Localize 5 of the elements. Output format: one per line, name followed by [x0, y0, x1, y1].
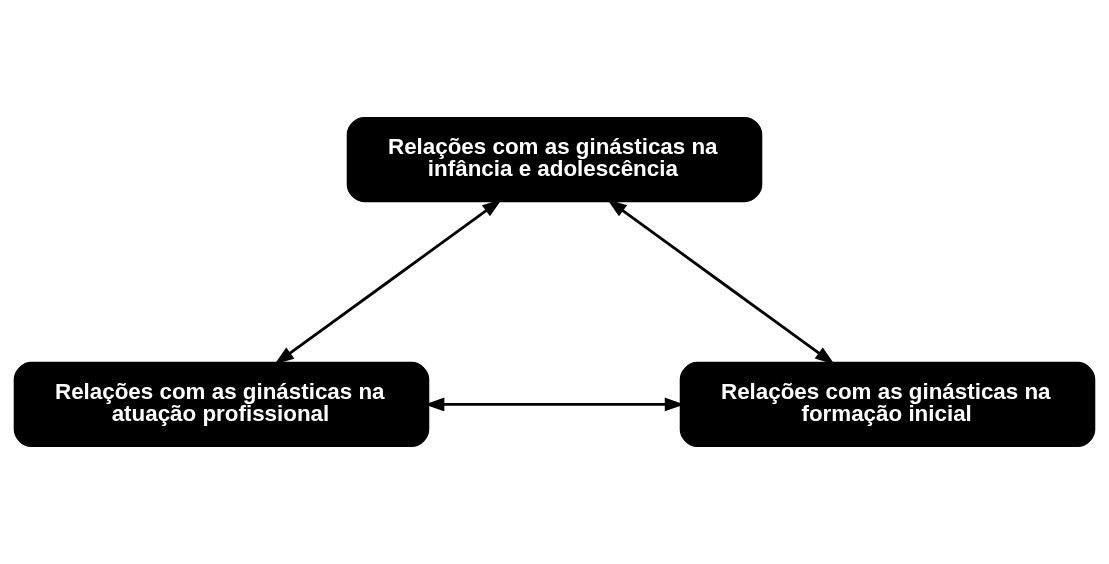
- node-box: Relações com as ginásticas na infância e adolescência: [346, 116, 763, 203]
- node-box: Relações com as ginásticas na formação inicial: [679, 361, 1096, 448]
- arrow: [607, 199, 835, 365]
- arrow: [274, 199, 502, 365]
- node-box: Relações com as ginásticas na atuação profissional: [13, 361, 430, 448]
